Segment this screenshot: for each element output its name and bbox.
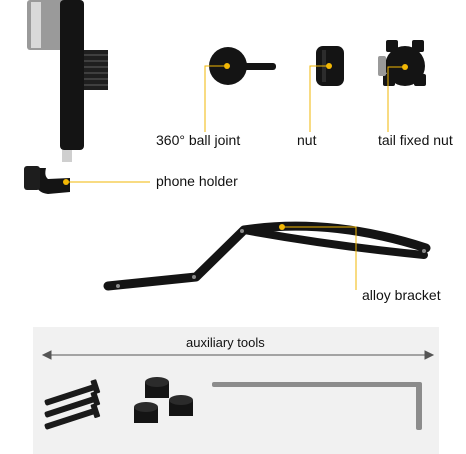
tail-nut-part: [378, 40, 426, 86]
label-ball-joint: 360° ball joint: [156, 132, 241, 148]
spacers-part: [134, 377, 193, 423]
callout-dots: [63, 63, 408, 230]
phone-holder-part: [24, 0, 108, 194]
label-nut: nut: [297, 132, 317, 148]
dimension-arrow: [41, 350, 435, 360]
label-alloy-bracket: alloy bracket: [362, 287, 441, 303]
callout-lines: [64, 65, 405, 290]
allen-key-part: [212, 382, 422, 430]
alloy-bracket-part: [103, 221, 431, 291]
screws-part: [44, 379, 101, 430]
label-tail-fixed-nut: tail fixed nut: [378, 132, 453, 148]
label-auxiliary-tools: auxiliary tools: [186, 335, 265, 350]
tools-panel: [33, 327, 439, 454]
label-phone-holder: phone holder: [156, 173, 238, 189]
